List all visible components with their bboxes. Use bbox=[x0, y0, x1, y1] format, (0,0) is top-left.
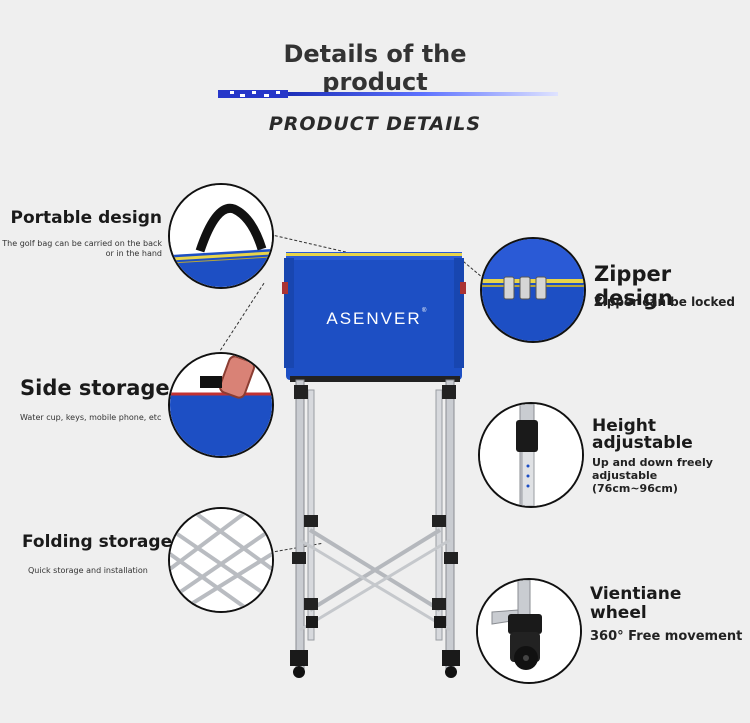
portable-desc-line-2: or in the hand bbox=[105, 249, 162, 258]
portable-design-desc: The golf bag can be carried on the back … bbox=[0, 239, 162, 259]
zipper-design-detail bbox=[480, 237, 586, 343]
wheel-title-line-1: Vientiane bbox=[590, 584, 682, 604]
zipper-design-desc: Zipper can be locked bbox=[594, 295, 735, 309]
brand-registered-mark: ® bbox=[422, 307, 427, 314]
wheel-text: Vientiane wheel 360° Free movement bbox=[590, 585, 742, 645]
caster-wheel-icon bbox=[478, 580, 580, 682]
height-adjustable-detail bbox=[478, 402, 584, 508]
side-storage-title: Side storage bbox=[20, 376, 170, 400]
wheel-detail bbox=[476, 578, 582, 684]
folding-storage-detail bbox=[168, 507, 274, 613]
title-line-1: Details of the bbox=[283, 40, 467, 68]
folding-frame-icon bbox=[170, 509, 272, 611]
folding-storage-title: Folding storage bbox=[22, 532, 173, 552]
connector-side bbox=[220, 282, 265, 351]
zipper-design-title: Zipper design bbox=[594, 262, 673, 310]
height-title-line-2: adjustable bbox=[592, 433, 693, 453]
portable-desc-line-1: The golf bag can be carried on the back bbox=[2, 239, 162, 248]
portable-design-detail bbox=[168, 183, 274, 289]
page-title: Details of the product bbox=[0, 40, 750, 96]
wheel-desc: 360° Free movement bbox=[590, 629, 743, 644]
side-storage-desc: Water cup, keys, mobile phone, etc bbox=[20, 413, 162, 422]
side-pocket-icon bbox=[170, 354, 272, 456]
zipper-icon bbox=[482, 239, 584, 341]
height-title-line-1: Height bbox=[592, 416, 656, 436]
section-subtitle: PRODUCT DETAILS bbox=[268, 113, 482, 135]
title-line-2: product bbox=[322, 68, 428, 96]
telescopic-pole-icon bbox=[480, 404, 582, 506]
carry-strap-icon bbox=[170, 185, 272, 287]
height-desc-line-1: Up and down freely bbox=[592, 456, 713, 469]
brand-logo: ASENVER bbox=[326, 309, 421, 328]
portable-design-title: Portable design bbox=[10, 208, 162, 228]
ball-cart-image: ASENVER ® bbox=[282, 252, 466, 678]
side-storage-detail bbox=[168, 352, 274, 458]
height-adjustable-text: Height adjustable Up and down freely adj… bbox=[592, 416, 713, 496]
wheel-title-line-2: wheel bbox=[590, 603, 647, 623]
folding-storage-desc: Quick storage and installation bbox=[28, 566, 148, 575]
decorative-stripe bbox=[218, 90, 558, 98]
height-desc-line-3: (76cm~96cm) bbox=[592, 482, 678, 495]
height-desc-line-2: adjustable bbox=[592, 469, 658, 482]
